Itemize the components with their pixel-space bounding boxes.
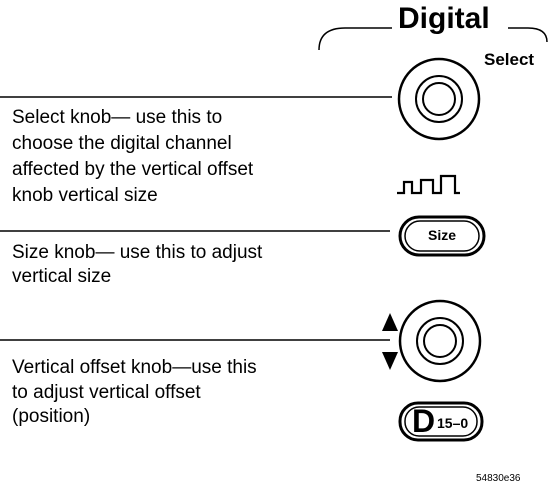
select-knob-desc-line-3: affected by the vertical offset bbox=[12, 159, 254, 180]
figure-id: 54830e36 bbox=[476, 473, 521, 484]
size-button-label: Size bbox=[427, 227, 456, 243]
size-knob-desc-line-2: vertical size bbox=[12, 266, 112, 287]
size-knob-desc-line-1: Size knob— use this to adjust bbox=[12, 242, 263, 263]
vertical-offset-knob[interactable] bbox=[398, 299, 482, 383]
up-triangle-icon bbox=[382, 313, 398, 331]
pulse-waveform-icon bbox=[397, 174, 460, 195]
group-heading: Digital bbox=[398, 2, 490, 35]
select-knob-desc-line-4: knob vertical size bbox=[12, 185, 158, 206]
select-knob[interactable] bbox=[397, 57, 481, 141]
channel-button-label: D 15–0 bbox=[402, 401, 482, 441]
select-knob-desc-line-2: choose the digital channel bbox=[12, 133, 232, 154]
size-button-inner-ring bbox=[404, 220, 480, 252]
channel-button-letter: D bbox=[412, 403, 436, 439]
select-knob-desc-line-1: Select knob— use this to bbox=[12, 107, 223, 128]
offset-knob-desc-line-2: to adjust vertical offset bbox=[12, 382, 201, 403]
channel-button-inner-ring bbox=[404, 406, 478, 437]
group-bracket-right bbox=[508, 27, 548, 43]
offset-knob-desc-line-3: (position) bbox=[12, 406, 91, 427]
channel-button-subscript: 15–0 bbox=[437, 415, 469, 431]
channel-button[interactable] bbox=[398, 401, 484, 442]
offset-knob-desc-line-1: Vertical offset knob—use this bbox=[12, 357, 257, 378]
down-triangle-icon bbox=[382, 352, 398, 370]
group-bracket-left bbox=[318, 27, 392, 51]
size-button[interactable] bbox=[398, 215, 486, 257]
select-label: Select bbox=[484, 50, 535, 69]
